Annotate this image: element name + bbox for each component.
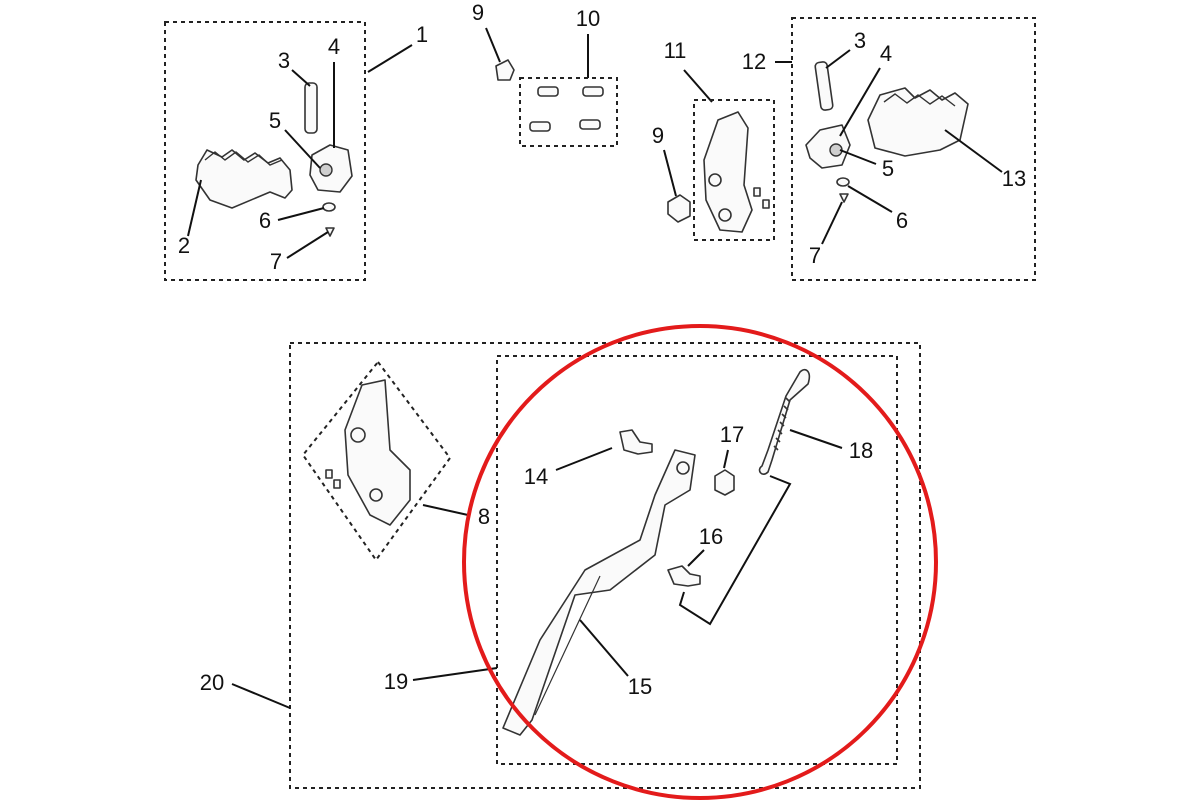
nut-plate <box>667 194 691 223</box>
highlight-circle <box>462 324 938 800</box>
bolt-10b <box>582 86 604 97</box>
leader-7b <box>821 201 843 245</box>
callout-15: 15 <box>628 674 652 699</box>
spring-connection-line <box>678 475 792 626</box>
pivot-pin-left <box>304 82 318 134</box>
stand-pivot-bolt <box>619 429 653 455</box>
side-stand-leg <box>502 449 696 736</box>
group-bracket-plate: 11 9 <box>652 38 775 241</box>
group-box-11 <box>693 99 775 241</box>
leader-20 <box>231 683 291 709</box>
leader-14 <box>555 447 613 471</box>
group-box-8 <box>301 360 452 562</box>
leader-18 <box>789 429 843 449</box>
callout-2: 2 <box>178 233 190 258</box>
leader-9b <box>663 149 677 197</box>
plate-pin-b <box>762 199 770 209</box>
leader-5b <box>839 149 877 165</box>
callout-18: 18 <box>849 438 873 463</box>
callout-19: 19 <box>384 669 408 694</box>
footpeg-right <box>867 87 969 157</box>
group-bolts: 9 10 <box>472 0 618 147</box>
callout-16: 16 <box>699 524 723 549</box>
callout-7b: 7 <box>809 243 821 268</box>
callout-3a: 3 <box>278 48 290 73</box>
pivot-pin-right <box>814 61 834 111</box>
callout-8: 8 <box>478 504 490 529</box>
callout-4a: 4 <box>328 34 340 59</box>
group-box-20 <box>289 342 921 789</box>
callout-3b: 3 <box>854 28 866 53</box>
leader-5a <box>284 129 321 169</box>
plate-pin-a <box>753 187 761 197</box>
cotter-pin-right <box>839 193 849 203</box>
leader-4b <box>839 67 881 137</box>
spring-hook-bolt <box>667 565 701 587</box>
callout-17: 17 <box>720 422 744 447</box>
callout-11: 11 <box>664 38 687 63</box>
group-box-12 <box>791 17 1036 281</box>
bolt-10d <box>579 119 601 130</box>
leader-3a <box>291 69 311 87</box>
stand-nut <box>714 469 735 496</box>
callout-9b: 9 <box>652 123 664 148</box>
leader-6b <box>847 185 893 213</box>
plate-hole-a <box>708 173 722 187</box>
plate-hole-b <box>718 208 732 222</box>
leader-11 <box>683 69 713 103</box>
leader-3b <box>825 49 851 69</box>
leader-2 <box>187 179 202 237</box>
footpeg-bracket-right <box>805 124 851 169</box>
callout-14: 14 <box>524 464 548 489</box>
leader-8 <box>422 504 469 516</box>
group-left-footpeg: 1 2 3 4 5 6 7 <box>164 21 428 281</box>
spring-left <box>319 163 333 177</box>
stand-pivot-hole <box>676 461 690 475</box>
callout-7a: 7 <box>270 249 282 274</box>
callout-9a: 9 <box>472 0 484 25</box>
leader-15 <box>579 619 629 677</box>
leader-6a <box>277 207 325 221</box>
callout-6b: 6 <box>896 208 908 233</box>
leader-16 <box>687 549 705 567</box>
leader-19 <box>412 667 498 681</box>
leader-17 <box>723 449 729 469</box>
bolt-10a <box>537 86 559 97</box>
callout-4b: 4 <box>880 41 892 66</box>
callout-5b: 5 <box>882 156 894 181</box>
group-box-19 <box>496 355 898 765</box>
bracket-pin-b <box>333 479 341 489</box>
callout-20: 20 <box>200 670 224 695</box>
stand-mount-bracket <box>344 379 411 526</box>
stand-spring <box>758 368 811 475</box>
group-right-footpeg: 12 3 4 5 13 6 7 <box>742 17 1036 281</box>
group-box-1 <box>164 21 366 281</box>
nut-top <box>495 59 515 81</box>
callout-10: 10 <box>576 6 600 31</box>
leader-13 <box>944 129 1003 173</box>
bracket-pin-a <box>325 469 333 479</box>
washer-right <box>836 177 850 187</box>
callout-1: 1 <box>416 22 428 47</box>
callout-6a: 6 <box>259 208 271 233</box>
bolt-10c <box>529 121 551 132</box>
leader-1 <box>367 44 413 73</box>
callout-5a: 5 <box>269 108 281 133</box>
leader-7a <box>286 231 329 259</box>
bracket-hole-a <box>350 427 366 443</box>
leader-9a <box>485 27 501 63</box>
bracket-hole-b <box>369 488 383 502</box>
footpeg-left <box>195 149 293 209</box>
callout-12: 12 <box>742 49 766 74</box>
callout-13: 13 <box>1002 166 1026 191</box>
group-side-stand: 8 14 15 17 18 16 19 20 <box>200 342 921 789</box>
group-box-10 <box>519 77 618 147</box>
washer-left <box>322 202 336 212</box>
footpeg-mount-plate <box>703 111 753 233</box>
